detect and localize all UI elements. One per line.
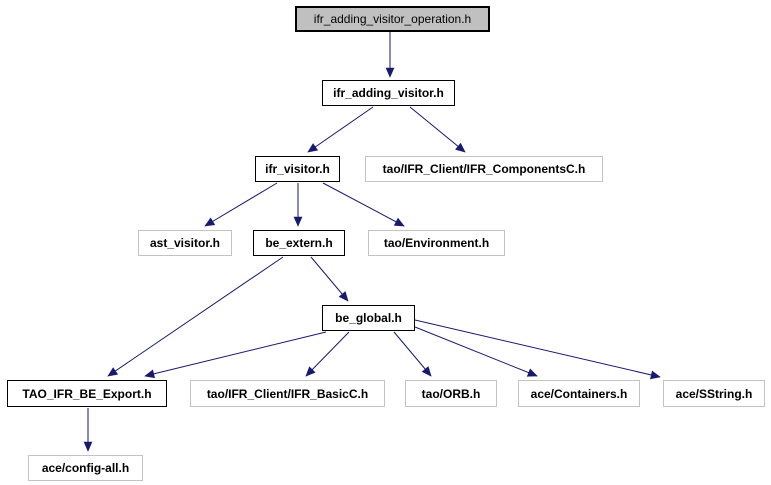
- graph-node-env: tao/Environment.h: [368, 230, 505, 256]
- graph-node-op: ifr_adding_visitor_operation.h: [295, 6, 490, 32]
- edge-extern-to-global: [310, 256, 349, 302]
- graph-node-ast: ast_visitor.h: [138, 230, 232, 256]
- graph-node-adding[interactable]: ifr_adding_visitor.h: [322, 80, 455, 106]
- edge-adding-to-components: [409, 106, 466, 153]
- edge-visitor-to-ast: [204, 182, 278, 227]
- graph-node-export[interactable]: TAO_IFR_BE_Export.h: [7, 380, 167, 407]
- edge-adding-to-visitor: [307, 106, 374, 153]
- edge-global-to-basic: [305, 331, 350, 377]
- edge-global-to-containers: [414, 326, 538, 377]
- graph-node-orb: tao/ORB.h: [405, 380, 497, 407]
- edge-global-to-export: [144, 331, 327, 379]
- graph-node-config: ace/config-all.h: [28, 455, 143, 481]
- graph-node-visitor[interactable]: ifr_visitor.h: [255, 156, 340, 182]
- graph-node-extern[interactable]: be_extern.h: [253, 230, 345, 256]
- edge-extern-to-export: [107, 256, 284, 377]
- graph-node-global[interactable]: be_global.h: [322, 305, 415, 331]
- edge-visitor-to-env: [322, 182, 405, 227]
- edge-global-to-sstring: [414, 319, 661, 380]
- graph-node-sstring: ace/SString.h: [663, 380, 765, 407]
- graph-node-containers: ace/Containers.h: [518, 380, 640, 407]
- edge-global-to-orb: [393, 331, 432, 377]
- graph-node-basic: tao/IFR_Client/IFR_BasicC.h: [190, 380, 385, 407]
- graph-node-components: tao/IFR_Client/IFR_ComponentsC.h: [365, 156, 603, 182]
